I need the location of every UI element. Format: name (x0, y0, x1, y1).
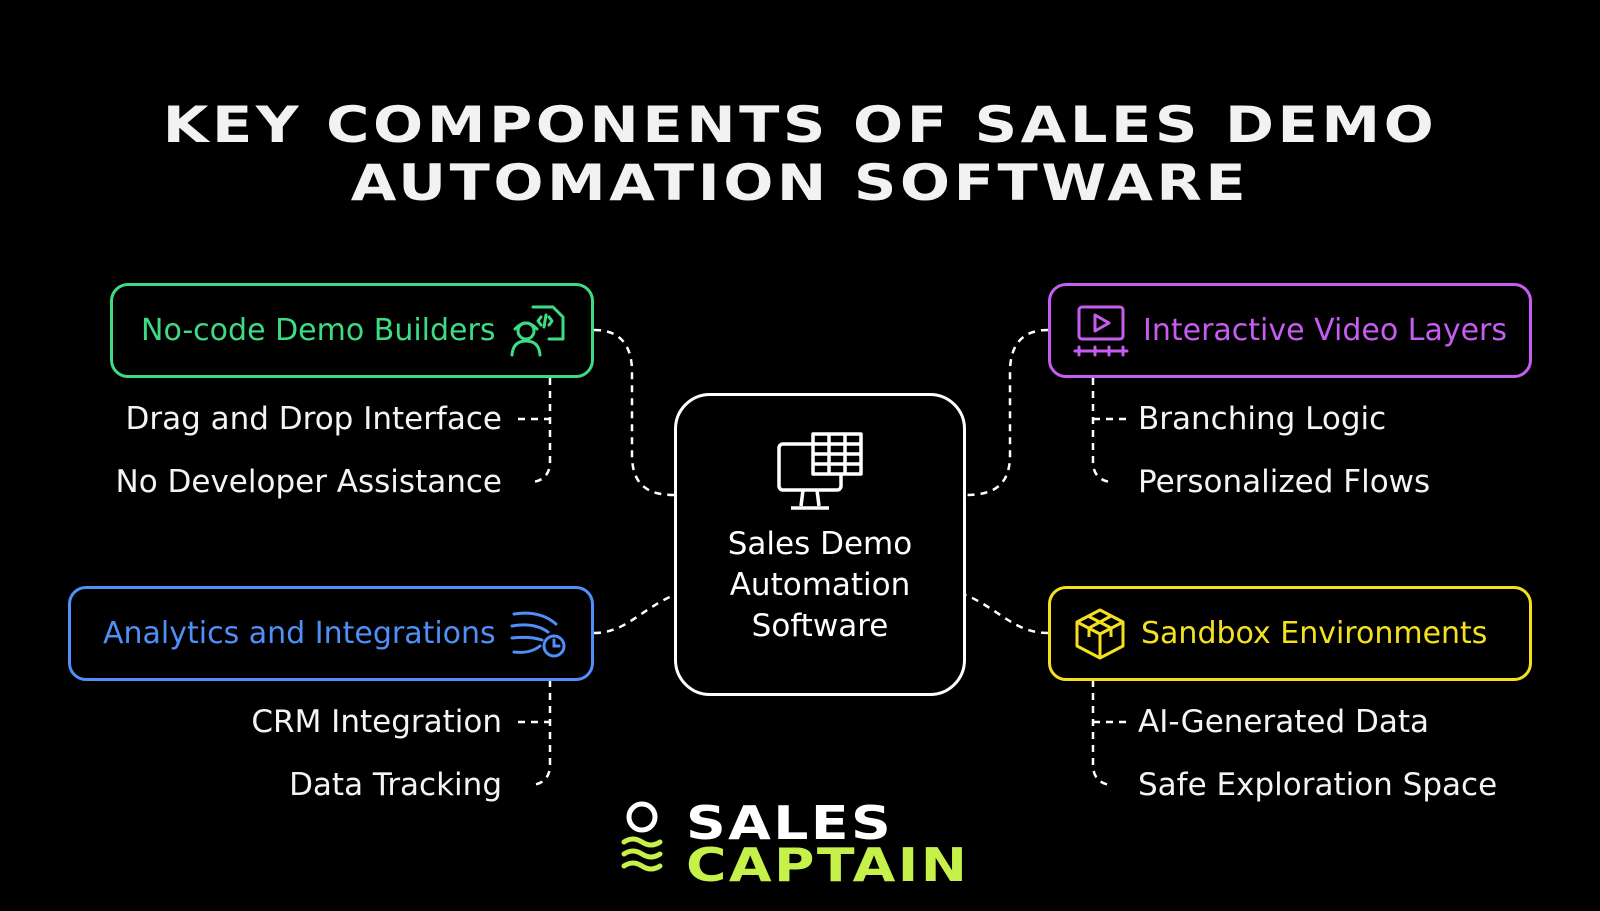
sandbox-item-1: AI-Generated Data (1138, 704, 1430, 740)
video-layers-box: Interactive Video Layers (1048, 283, 1532, 378)
sandbox-environments-box: Sandbox Environments (1048, 586, 1532, 681)
connector-analytics-items (529, 680, 552, 787)
speed-clock-icon (510, 611, 566, 657)
monitor-spreadsheet-icon (777, 432, 863, 510)
cube-icon (1075, 608, 1125, 659)
logo-mark-icon (621, 801, 663, 872)
nocode-item-2: No Developer Assistance (115, 464, 503, 500)
center-line-1: Sales Demo (727, 526, 913, 562)
connector-sandbox-items (1091, 680, 1114, 787)
connector-nocode-items (529, 378, 552, 484)
logo-word-captain: CAPTAIN (686, 838, 970, 892)
nocode-builders-label: No-code Demo Builders (141, 313, 496, 348)
sandbox-environments-label: Sandbox Environments (1141, 616, 1488, 651)
analytics-item-1: CRM Integration (251, 704, 502, 740)
video-item-1: Branching Logic (1138, 401, 1387, 437)
title-line-2: AUTOMATION SOFTWARE (350, 154, 1250, 212)
logo-word-sales: SALES (686, 796, 894, 850)
connector-video-items (1091, 378, 1114, 484)
analytics-item-2: Data Tracking (289, 767, 502, 803)
connector-nocode (593, 328, 675, 497)
page-title: KEY COMPONENTS OF SALES DEMO AUTOMATION … (0, 96, 1600, 212)
connector-sandbox (965, 593, 1049, 635)
sandbox-item-2: Safe Exploration Space (1138, 767, 1498, 803)
video-layers-label: Interactive Video Layers (1143, 313, 1507, 348)
nocode-item-1: Drag and Drop Interface (125, 401, 502, 437)
center-node: Sales Demo Automation Software (674, 393, 966, 696)
connector-analytics (593, 593, 675, 635)
video-item-2: Personalized Flows (1138, 464, 1431, 500)
title-line-1: KEY COMPONENTS OF SALES DEMO (162, 96, 1438, 154)
center-line-3: Software (751, 608, 889, 644)
developer-icon (510, 305, 565, 356)
analytics-integrations-box: Analytics and Integrations (68, 586, 594, 681)
center-line-2: Automation (729, 567, 911, 603)
nocode-builders-box: No-code Demo Builders (110, 283, 594, 378)
connector-video (965, 328, 1049, 497)
analytics-integrations-label: Analytics and Integrations (103, 616, 496, 651)
video-timeline-icon (1073, 305, 1129, 356)
